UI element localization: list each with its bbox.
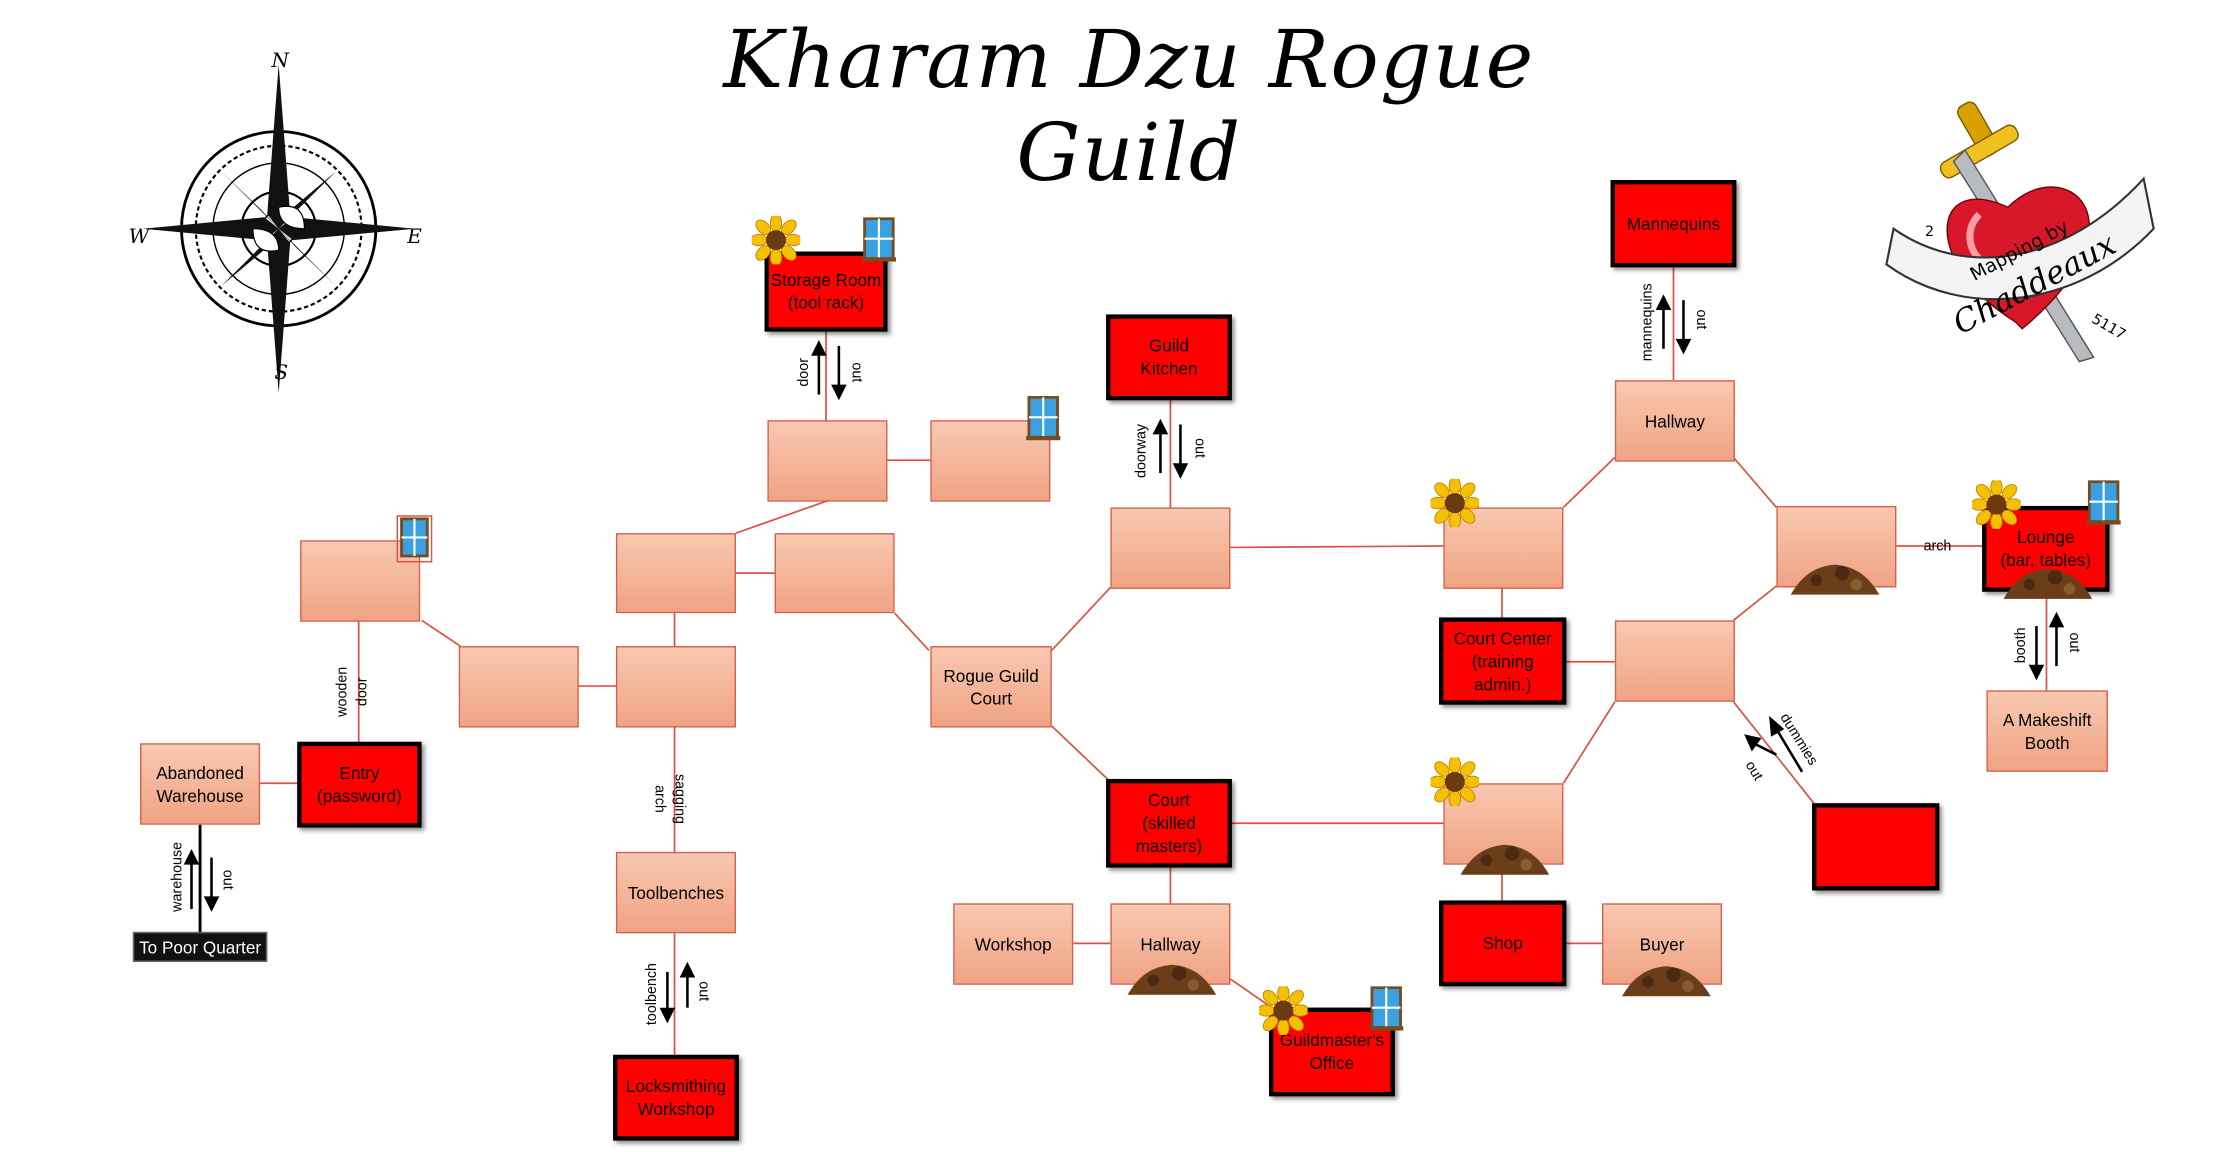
room-entry[interactable]: Entry (password) [297, 741, 422, 828]
room-rogue-guild-court[interactable]: Rogue Guild Court [930, 646, 1052, 728]
label-out-warehouse: out [219, 869, 236, 890]
link-se2 [1562, 701, 1616, 784]
dirt-pile-icon [1619, 962, 1713, 999]
arrows-storage [811, 340, 847, 401]
room-unnamed-sunflower-n[interactable] [1443, 507, 1564, 589]
window-icon [1369, 986, 1404, 1032]
room-unnamed-kitchen-hall[interactable] [1110, 507, 1231, 589]
label-booth: booth [2013, 627, 2030, 664]
compass-s: S [274, 361, 289, 385]
link-court-se [1051, 725, 1112, 783]
dirt-pile-icon [1788, 560, 1882, 597]
arrows-toolbench [659, 961, 696, 1024]
window-icon [2086, 480, 2121, 526]
label-warehouse: warehouse [170, 841, 186, 912]
label-out-booth: out [2065, 632, 2082, 653]
compass-n: N [271, 50, 290, 73]
label-door: door [796, 358, 813, 387]
label-mannequins: mannequins [1640, 283, 1656, 362]
room-unnamed-storage-hall[interactable] [767, 420, 888, 502]
room-unnamed-n2[interactable] [774, 533, 895, 614]
room-toolbenches[interactable]: Toolbenches [615, 851, 736, 934]
link-ne1 [1562, 456, 1616, 509]
label-out-storage: out [848, 362, 864, 383]
label-out-mannequins: out [1692, 309, 1709, 330]
link-court-nw [893, 612, 930, 651]
room-locksmithing[interactable]: Locksmithing Workshop [613, 1054, 739, 1141]
arrows-booth [2028, 611, 2065, 681]
badge-num-right: 5117 [2089, 311, 2128, 343]
link-east [1230, 545, 1444, 549]
room-workshop[interactable]: Workshop [953, 903, 1074, 985]
arrows-warehouse [183, 848, 220, 912]
dirt-pile-icon [2001, 565, 2095, 602]
link-nw [735, 499, 830, 534]
arrows-mannequins [1655, 294, 1692, 355]
room-makeshift-booth[interactable]: A Makeshift Booth [1986, 690, 2108, 772]
sunflower-icon [1428, 476, 1481, 530]
exit-poor-quarter[interactable]: To Poor Quarter [132, 931, 268, 962]
room-unnamed-dummies[interactable] [1812, 803, 1940, 891]
label-toolbench: toolbench [644, 963, 661, 1026]
room-unnamed-west-window[interactable] [300, 540, 421, 622]
compass-e: E [407, 225, 422, 249]
map-title: Kharam Dzu Rogue Guild [723, 14, 1535, 201]
room-court-center[interactable]: Court Center (training admin.) [1439, 617, 1567, 705]
compass-rose-icon [136, 50, 422, 394]
window-icon [396, 515, 433, 564]
room-unnamed-nw[interactable] [615, 533, 736, 614]
dirt-pile-icon [1458, 840, 1552, 877]
room-mannequins[interactable]: Mannequins [1610, 180, 1737, 268]
room-court-skilled[interactable]: Court (skilled masters) [1106, 778, 1232, 868]
room-guild-kitchen[interactable]: Guild Kitchen [1106, 314, 1232, 401]
sunflower-icon [1428, 755, 1481, 808]
label-arch: arch [1923, 538, 1952, 555]
label-doorway: doorway [1133, 423, 1150, 478]
room-shop[interactable]: Shop [1439, 900, 1567, 987]
sunflower-icon [1257, 984, 1310, 1037]
arrows-kitchen [1152, 418, 1189, 479]
sunflower-icon [1970, 478, 2023, 531]
window-icon [861, 217, 897, 263]
compass-w: W [128, 225, 150, 249]
link-guildmaster [1229, 978, 1273, 1009]
window-icon [1026, 395, 1061, 442]
room-abandoned-warehouse[interactable]: Abandoned Warehouse [140, 743, 261, 825]
label-out-kitchen: out [1191, 438, 1207, 459]
label-wooden-door: wooden door [335, 666, 371, 717]
badge-num-left: 2 [1925, 224, 1934, 240]
room-unnamed-east-mid[interactable] [1614, 620, 1735, 702]
room-storage[interactable]: Storage Room (tool rack) [764, 251, 888, 332]
room-unnamed-east-dirt[interactable] [1776, 505, 1897, 588]
dagger-heart-icon: Mapping by Chaddeaux 2 5117 [1879, 93, 2158, 379]
room-unnamed-center[interactable] [615, 646, 736, 728]
sunflower-icon [749, 213, 803, 267]
dirt-pile-icon [1125, 960, 1219, 997]
link-court-ne [1051, 586, 1112, 651]
arrows-dummies [1744, 715, 1804, 773]
room-hallway-top[interactable]: Hallway [1614, 380, 1735, 462]
label-sagging-arch: sagging arch [650, 773, 687, 825]
link-ne2 [1732, 456, 1778, 508]
room-unnamed-west[interactable] [458, 646, 579, 728]
link-se1 [1732, 585, 1777, 621]
link-diag-west [421, 619, 461, 647]
label-out-toolbench: out [695, 981, 711, 1002]
